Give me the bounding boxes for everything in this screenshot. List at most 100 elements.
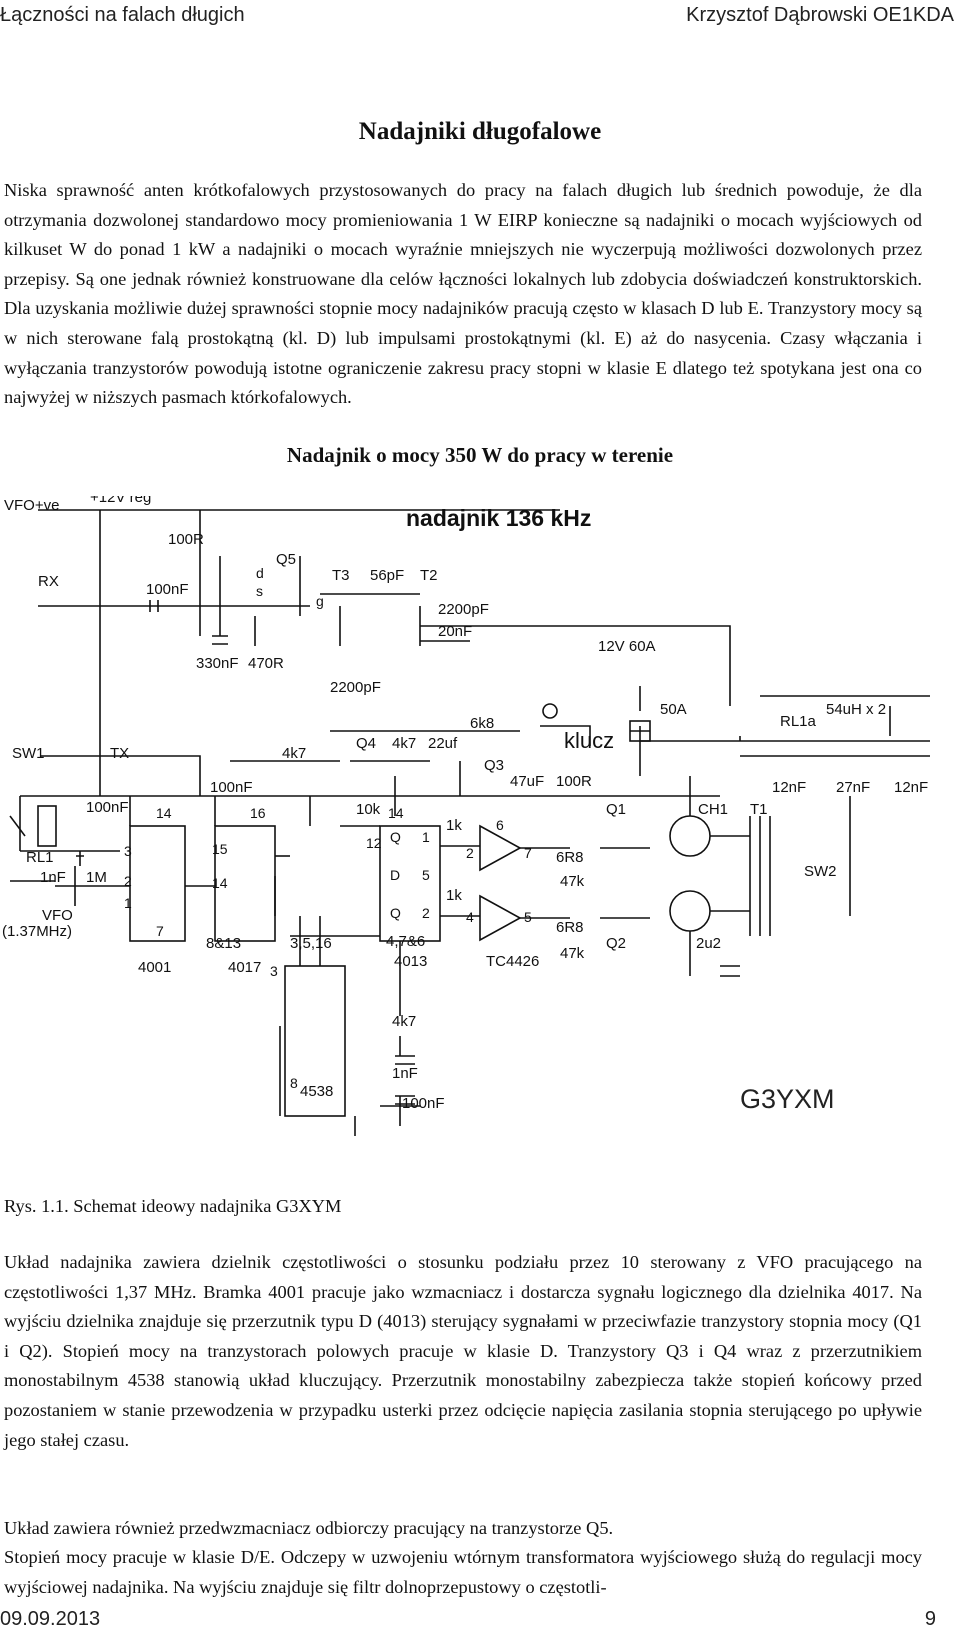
lbl-470r: 470R: [248, 655, 284, 672]
lbl-6r8-a: 6R8: [556, 849, 584, 866]
schematic-author: G3YXM: [740, 1084, 835, 1114]
pin-5c: 5: [524, 909, 532, 925]
lbl-rx: RX: [38, 573, 59, 590]
lbl-100r-b: 100R: [556, 773, 592, 790]
lbl-20nf: 20nF: [438, 623, 472, 640]
lbl-1nf: 1nF: [40, 869, 66, 886]
description-paragraph: Układ nadajnika zawiera dzielnik częstot…: [4, 1252, 922, 1450]
page-title: Nadajniki długofalowe: [358, 118, 602, 145]
lbl-1k-b: 1k: [446, 887, 462, 904]
lbl-q4: Q4: [356, 735, 376, 752]
intro-paragraph: Niska sprawność anten krótkofalowych prz…: [4, 180, 922, 408]
pin-1b: 1: [422, 829, 430, 845]
lbl-rl1: RL1: [26, 849, 54, 866]
lbl-ch1: CH1: [698, 801, 728, 818]
lbl-4k7-c: 4k7: [392, 1013, 416, 1030]
lbl-330nf-470r: 330nF: [196, 655, 239, 672]
pin-3b: 3: [270, 963, 278, 979]
lbl-27nf: 27nF: [836, 779, 870, 796]
lbl-54uh: 54uH x 2: [826, 701, 886, 718]
pin-12: 12: [366, 835, 382, 851]
lbl-rl1a: RL1a: [780, 713, 817, 730]
pin-4: 4: [466, 909, 474, 925]
lbl-vfo-ve: VFO+ve: [4, 497, 59, 514]
pin-14c: 14: [388, 805, 404, 821]
pin-5b: 5: [422, 867, 430, 883]
lbl-4017: 4017: [228, 959, 261, 976]
lbl-q1: Q1: [606, 801, 626, 818]
lbl-4k7-a: 4k7: [392, 735, 416, 752]
pin-8: 8: [290, 1075, 298, 1091]
pin-14b: 14: [212, 875, 228, 891]
lbl-sw1: SW1: [12, 745, 45, 762]
lbl-d: d: [256, 565, 264, 581]
page-number: 9: [924, 1608, 936, 1630]
lbl-12v-60a: 12V 60A: [598, 638, 656, 655]
lbl-12nf-a: 12nF: [772, 779, 806, 796]
lbl-4538: 4538: [300, 1083, 333, 1100]
lbl-100nf-2: 100nF: [210, 779, 253, 796]
lbl-klucz: klucz: [564, 728, 614, 753]
lbl-56pf: 56pF: [370, 567, 404, 584]
lbl-100r: 100R: [168, 531, 204, 548]
section-subtitle: Nadajnik o mocy 350 W do pracy w terenie: [286, 443, 674, 467]
lbl-50a: 50A: [660, 701, 687, 718]
pin-qbar: Q: [390, 905, 401, 921]
lbl-4-7-6: 4,7&6: [386, 933, 425, 950]
lbl-2200pf: 2200pF: [438, 601, 489, 618]
header-left: Łączności na falach długich: [0, 4, 245, 26]
lbl-6r8-b: 6R8: [556, 919, 584, 936]
lbl-10k: 10k: [356, 801, 381, 818]
lbl-1k-a: 1k: [446, 817, 462, 834]
pin-16: 16: [250, 805, 266, 821]
pin-d: D: [390, 867, 400, 883]
lbl-2u2: 2u2: [696, 935, 721, 952]
pin-7b: 7: [524, 845, 532, 861]
lbl-t2: T2: [420, 567, 438, 584]
lbl-47uf: 47uF: [510, 773, 544, 790]
schematic-heading: nadajnik 136 kHz: [406, 505, 591, 531]
lbl-3-5-16: 3,5,16: [290, 935, 332, 952]
lbl-47k-b: 47k: [560, 945, 585, 962]
lbl-100nf: 100nF: [146, 581, 189, 598]
lbl-12nf-b: 12nF: [894, 779, 928, 796]
lbl-q3: Q3: [484, 757, 504, 774]
lbl-sw2: SW2: [804, 863, 837, 880]
lbl-12v-reg: +12V reg: [90, 496, 151, 506]
pin-2c: 2: [466, 845, 474, 861]
header-right: Krzysztof Dąbrowski OE1KDA: [686, 4, 954, 26]
lbl-4013: 4013: [394, 953, 427, 970]
lbl-t1: T1: [750, 801, 768, 818]
lbl-s: s: [256, 583, 263, 599]
lbl-8-13: 8&13: [206, 935, 241, 952]
pin-2b: 2: [422, 905, 430, 921]
figure-caption: Rys. 1.1. Schemat ideowy nadajnika G3XYM: [4, 1196, 342, 1216]
power-note-paragraph: Stopień mocy pracuje w klasie D/E. Odcze…: [4, 1547, 922, 1597]
lbl-tc4426: TC4426: [486, 953, 539, 970]
lbl-t3: T3: [332, 567, 350, 584]
lbl-1nf-2: 1nF: [392, 1065, 418, 1082]
lbl-47k-a: 47k: [560, 873, 585, 890]
pin-15: 15: [212, 841, 228, 857]
circuit-schematic: VFO+ve +12V reg 100R Q 5 d s g RX 100nF T…: [2, 496, 930, 1136]
lbl-2200pf-2: 2200pF: [330, 679, 381, 696]
lbl-q2: Q2: [606, 935, 626, 952]
lbl-22uf: 22uf: [428, 735, 458, 752]
lbl-tx: TX: [110, 745, 129, 762]
lbl-1m: 1M: [86, 869, 107, 886]
pin-6: 6: [496, 817, 504, 833]
pin-q: Q: [390, 829, 401, 845]
lbl-vfo-freq: (1.37MHz): [2, 923, 72, 940]
rx-note-paragraph: Układ zawiera również przedwzmacniacz od…: [4, 1518, 614, 1538]
lbl-g: g: [316, 593, 324, 609]
lbl-4001: 4001: [138, 959, 171, 976]
lbl-4k7-b: 4k7: [282, 745, 306, 762]
lbl-100nf-3: 100nF: [86, 799, 129, 816]
lbl-vfo: VFO: [42, 907, 73, 924]
pin-2a: 2: [124, 873, 132, 889]
lbl-100nf-4: 100nF: [402, 1095, 445, 1112]
lbl-6k8: 6k8: [470, 715, 494, 732]
pin-3a: 3: [124, 843, 132, 859]
footer-date: 09.09.2013: [0, 1608, 101, 1630]
pin-1a: 1: [124, 895, 132, 911]
